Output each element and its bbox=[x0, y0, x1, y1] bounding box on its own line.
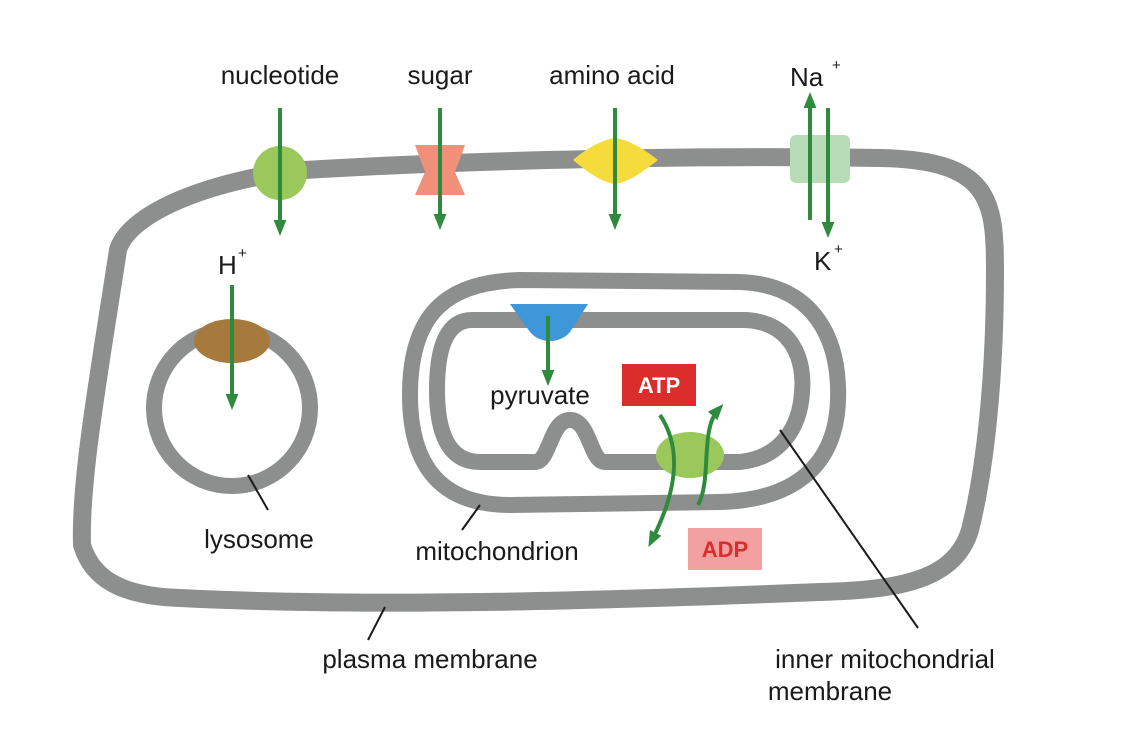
inner-membrane-label-line1: inner mitochondrial bbox=[775, 644, 995, 674]
atp-adp-exchanger bbox=[656, 432, 724, 478]
sugar-label: sugar bbox=[407, 60, 472, 90]
mitochondrion-outer-membrane bbox=[402, 272, 847, 513]
lysosome-leader bbox=[247, 474, 269, 511]
k-superscript: + bbox=[834, 241, 843, 258]
atp-out-arrow bbox=[696, 404, 724, 506]
lysosome-label: lysosome bbox=[204, 524, 314, 554]
h-superscript: + bbox=[238, 245, 247, 262]
na-k-pump bbox=[790, 135, 850, 183]
h-label: H bbox=[218, 250, 237, 280]
amino-acid-label: amino acid bbox=[549, 60, 675, 90]
plasma-membrane-leader bbox=[367, 606, 386, 641]
atp-label: ATP bbox=[638, 373, 680, 398]
atp-box bbox=[622, 364, 696, 406]
inner-membrane-leader bbox=[779, 429, 919, 629]
na-label: Na bbox=[790, 62, 824, 92]
plasma-membrane-label: plasma membrane bbox=[322, 644, 537, 674]
adp-label: ADP bbox=[702, 537, 748, 562]
k-label: K bbox=[814, 246, 832, 276]
mitochondrion-label: mitochondrion bbox=[415, 536, 578, 566]
mitochondrion-leader bbox=[461, 504, 481, 531]
inner-membrane-label-line2: membrane bbox=[768, 676, 892, 706]
inner-mitochondrial-membrane bbox=[429, 312, 811, 470]
pyruvate-label: pyruvate bbox=[490, 380, 590, 410]
adp-box bbox=[688, 528, 762, 570]
adp-in-arrow bbox=[648, 413, 677, 548]
na-superscript: + bbox=[832, 57, 841, 74]
plasma-membrane bbox=[72, 148, 1004, 612]
nucleotide-label: nucleotide bbox=[221, 60, 340, 90]
